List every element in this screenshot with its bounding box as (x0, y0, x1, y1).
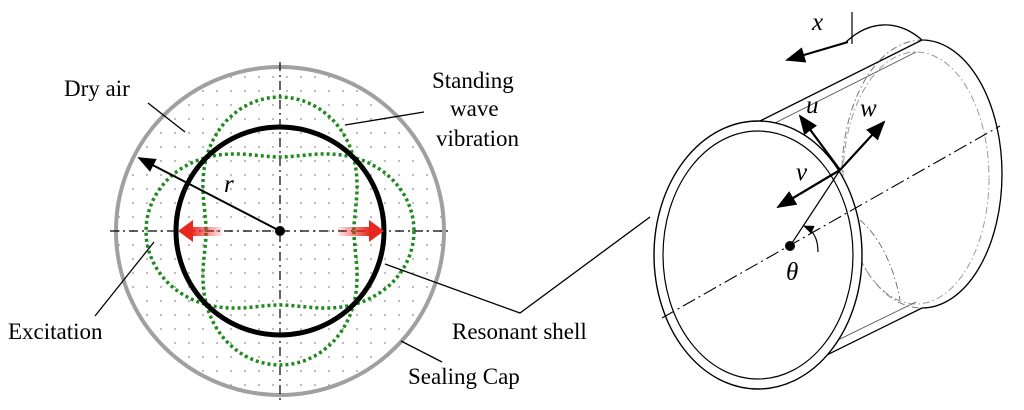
sealing-cap-leader (400, 340, 443, 363)
right-cylinder-view: x u w v θ (653, 9, 1003, 390)
cylinder-axis (661, 125, 1001, 319)
axis-center-point (785, 241, 795, 251)
standing-wave-leader (344, 111, 425, 126)
v-label: v (796, 159, 808, 186)
front-rim-inner (662, 130, 854, 380)
excitation-arrow-left (178, 220, 222, 242)
center-point (275, 226, 285, 236)
radius-arrow (137, 157, 281, 232)
u-arrow (798, 114, 841, 171)
radial-line (789, 169, 841, 247)
cylinder-top-inner-edge (758, 51, 917, 132)
standing-wave-label-line2: wave (450, 96, 499, 121)
theta-label: θ (786, 259, 798, 286)
w-arrow (839, 120, 886, 171)
w-label: w (860, 95, 877, 122)
x-label: x (811, 9, 823, 36)
front-rim-outer (653, 120, 863, 390)
sealing-cap-label: Sealing Cap (408, 364, 520, 389)
left-cross-section: Dry air Standing wave vibration r Excita… (8, 62, 651, 400)
excitation-label: Excitation (8, 319, 103, 344)
standing-wave-label-line1: Standing (432, 68, 514, 93)
excitation-arrow-right (338, 220, 384, 242)
theta-arc (803, 225, 819, 253)
x-arrow (785, 40, 849, 63)
standing-wave-label-line3: vibration (436, 126, 520, 151)
cylinder-top-edge (757, 39, 923, 123)
u-label: u (806, 92, 819, 119)
back-rim-hidden (841, 39, 1003, 309)
resonant-shell-leader (384, 216, 651, 314)
resonant-shell-label: Resonant shell (452, 319, 587, 344)
back-rim-inner-hidden (842, 51, 990, 305)
dry-air-leader (147, 102, 186, 133)
radius-label: r (224, 171, 234, 198)
excitation-leader (94, 241, 155, 317)
v-arrow (776, 169, 841, 209)
back-rim-visible (845, 24, 1003, 309)
dry-air-label: Dry air (64, 76, 130, 101)
